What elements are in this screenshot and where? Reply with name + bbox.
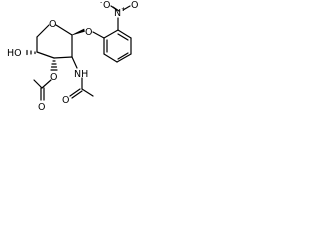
bond-amide-c-methyl [81,88,94,97]
atom-hydroxyl: HO [7,48,22,59]
ring-bond-o-c5 [36,24,50,38]
nitro-n-charge: + [121,5,126,13]
benzene-ring [103,29,132,63]
atom-amide-o: O [62,95,69,106]
atom-nitro-o1: O [103,0,110,11]
atom-acetate-o-carbonyl: O [38,102,45,113]
structure-diagram: O O HO NH N + O - O O O O [0,0,146,132]
bond-nitro-o-single [122,5,131,11]
atom-nitro-o2: O [131,0,138,11]
bond-o-aryl [92,31,105,39]
ring-bond-o-c1 [55,24,73,36]
pyranose-ring [36,24,73,59]
atom-ring-oxygen: O [49,19,56,30]
atom-acetate-o-ester: O [50,72,57,83]
nitro-o1-charge: - [100,0,103,6]
wedge-bond-c1-o [71,28,85,36]
bond-amide-c-o-double [69,88,81,97]
hashed-bond-c3-o [50,60,58,71]
atom-glycosidic-oxygen: O [85,27,92,38]
atom-nitro-n: N [114,8,121,19]
molecule-drawing: O O HO NH N + O - O O O O [7,0,138,113]
ring-bond-c4-c3 [36,51,55,59]
hashed-bond-c4-oh [26,49,36,56]
bond-acetyl-c-methyl [33,79,43,89]
ring-bond-c3-c2 [53,56,73,59]
atom-nh: NH [74,69,88,80]
bond-c2-nh [71,56,78,69]
bond-o-acetyl-c [41,79,52,89]
